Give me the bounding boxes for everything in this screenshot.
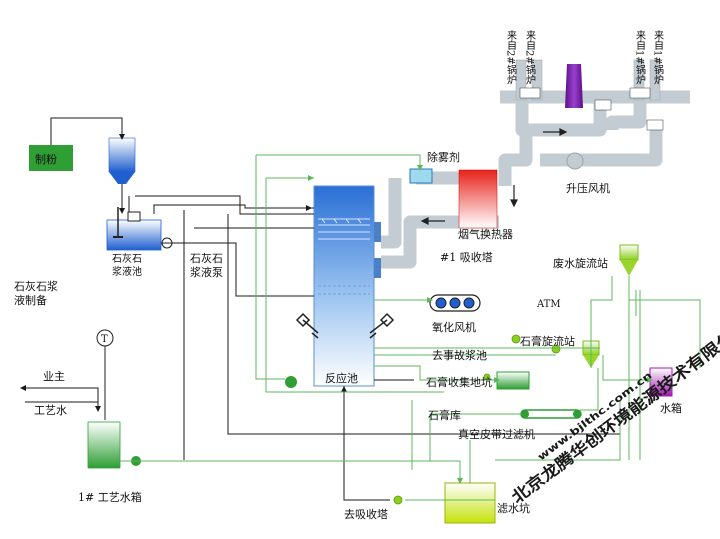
label-powder-making: 制粉 — [35, 153, 57, 166]
label-filtrate-pit: 滤水坑 — [497, 501, 530, 515]
label-boiler-1b: 来自1#锅炉 — [652, 30, 664, 86]
reaction-tank-pump[interactable] — [285, 376, 297, 388]
label-limestone-slurry-prep: 石灰石浆液制备 — [14, 279, 58, 307]
label-boiler-2a: 来自2#锅炉 — [505, 30, 517, 86]
label-gypsum-warehouse: 石膏库 — [428, 408, 461, 422]
label-absorber-tower: #1 吸收塔 — [440, 250, 493, 264]
wastewater-cyclone[interactable] — [619, 244, 639, 276]
thermometer — [96, 329, 114, 420]
label-thermometer: T — [101, 334, 108, 345]
flow-arrows-black — [20, 134, 347, 412]
label-process-water-tank: 1# 工艺水箱 — [78, 490, 142, 504]
label-demister: 除雾剂 — [427, 150, 460, 164]
duct-flow-arrows — [420, 128, 568, 225]
label-gypsum-collection-pit: 石膏收集地坑 — [426, 375, 492, 389]
flue-gas-heat-exchanger[interactable] — [458, 169, 498, 229]
gypsum-collection-pit[interactable] — [496, 371, 530, 390]
flow-arrows-green — [308, 165, 653, 484]
label-boiler-1a: 来自1#锅炉 — [634, 30, 646, 86]
label-reaction-tank: 反应池 — [325, 371, 358, 385]
process-lines-black — [25, 117, 620, 501]
slurry-tank-pump[interactable] — [161, 237, 174, 249]
diagram-labels: 制粉 石灰石浆液池 石灰石浆液制备 石灰石浆液泵 业主 工艺水 1# 工艺水箱 … — [14, 30, 682, 521]
wastewater-tank[interactable] — [649, 367, 673, 397]
absorber-tower[interactable] — [313, 185, 381, 387]
label-boiler-2b: 来自2#锅炉 — [524, 30, 536, 86]
powder-making-unit[interactable] — [29, 145, 73, 171]
label-wastewater-tank: 水箱 — [660, 401, 682, 415]
label-atm: ATM — [536, 299, 561, 310]
label-oxidation-fan: 氧化风机 — [432, 320, 476, 334]
label-industry-main: 业主 — [43, 370, 65, 383]
limestone-hopper[interactable] — [108, 137, 136, 184]
label-limestone-slurry-tank: 石灰石浆液池 — [112, 252, 142, 278]
label-vacuum-belt-filter: 真空皮带过滤机 — [458, 427, 535, 441]
label-wastewater-cyclone: 废水旋流站 — [553, 256, 608, 270]
filtrate-pit[interactable] — [444, 482, 496, 524]
booster-fan[interactable] — [566, 152, 584, 170]
vacuum-belt-filter[interactable] — [520, 409, 582, 419]
process-water-tank[interactable] — [87, 421, 121, 469]
label-to-absorber: 去吸收塔 — [344, 507, 388, 521]
boiler-duct-risers — [515, 59, 664, 131]
label-heat-exchanger: 烟气换热器 — [458, 227, 513, 241]
label-gypsum-cyclone: 石膏旋流站 — [520, 334, 575, 348]
process-lines-green — [120, 154, 701, 501]
label-limestone-slurry-pump: 石灰石浆液泵 — [190, 251, 223, 279]
oxidation-fan[interactable] — [429, 294, 481, 312]
tower-agitators — [295, 312, 395, 339]
chimney — [565, 64, 583, 108]
demister-unit[interactable] — [409, 168, 433, 184]
label-industrial-water: 工艺水 — [34, 404, 67, 417]
label-booster-fan: 升压风机 — [566, 181, 610, 195]
limestone-slurry-tank[interactable] — [106, 207, 162, 251]
label-emergency-slurry: 去事故浆池 — [432, 348, 487, 362]
